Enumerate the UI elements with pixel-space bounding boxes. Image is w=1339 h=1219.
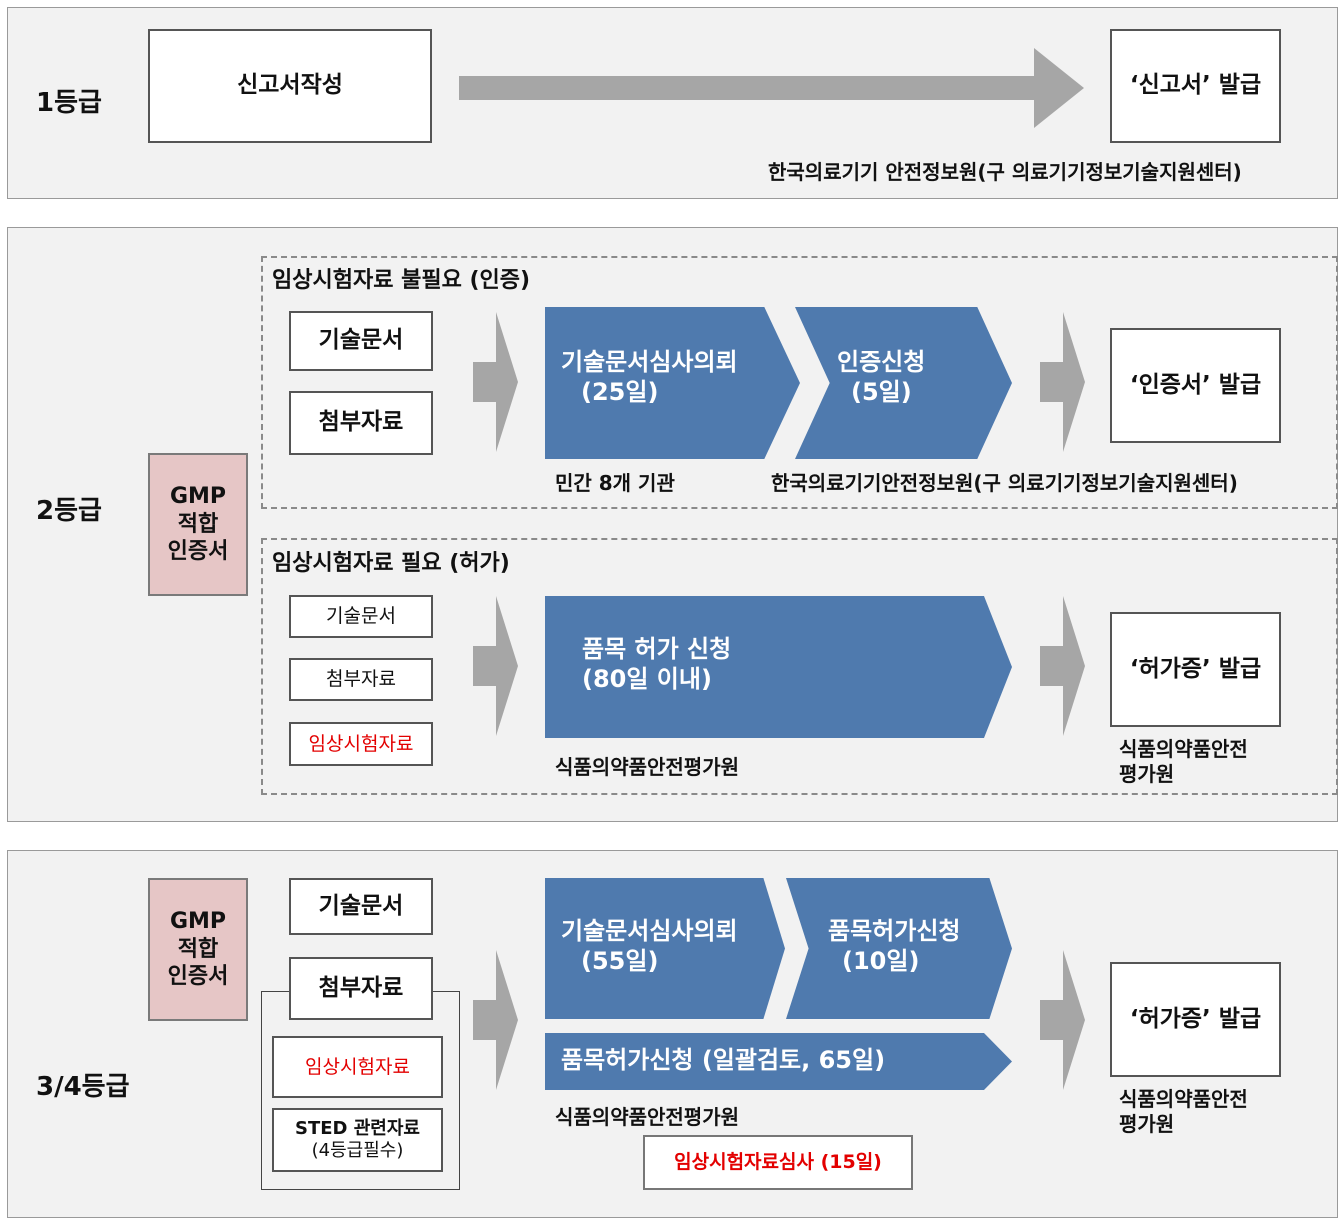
permit-result-agency-line1: 식품의약품안전 [1119, 737, 1248, 761]
step-line: 기술문서심사의뢰 [561, 917, 738, 945]
grade34-clinical-review: 임상시험자료심사 (15일) [643, 1135, 913, 1190]
step-line: (10일) [842, 947, 920, 975]
gmp-line: 인증서 [167, 964, 229, 990]
grade34-label: 3/4등급 [36, 1072, 130, 1102]
step-line: (55일) [581, 947, 659, 975]
cert-step-apply: 인증신청 (5일) [795, 307, 1012, 459]
permit-result-agency-line2: 평가원 [1119, 762, 1175, 786]
step-line: (5일) [851, 378, 912, 406]
permit-doc-attachment: 첨부자료 [289, 658, 433, 701]
certification-title: 임상시험자료 불필요 (인증) [272, 268, 531, 293]
cert-input-arrow [473, 312, 518, 452]
cert-agency-left: 민간 8개 기관 [555, 471, 675, 495]
cert-result-box: ‘인증서’ 발급 [1110, 328, 1281, 443]
grade34-input-arrow [473, 950, 518, 1090]
permit-result-box: ‘허가증’ 발급 [1110, 612, 1281, 727]
grade34-step-tech-review: 기술문서심사의뢰 (55일) [545, 878, 785, 1019]
grade2-label: 2등급 [36, 496, 102, 526]
permit-doc-clinical: 임상시험자료 [289, 722, 433, 766]
gmp-line: 적합 [177, 511, 219, 537]
certification-group [261, 256, 1338, 509]
grade1-long-arrow [459, 48, 1084, 128]
grade34-step-combined: 품목허가신청 (일괄검토, 65일) [545, 1033, 1012, 1090]
gmp-line: GMP [169, 909, 227, 935]
grade34-result-agency-line1: 식품의약품안전 [1119, 1087, 1248, 1111]
cert-step-tech-review: 기술문서심사의뢰 (25일) [545, 307, 800, 459]
permit-title: 임상시험자료 필요 (허가) [272, 551, 510, 576]
gmp-line: 적합 [177, 936, 219, 962]
grade34-doc-sted: STED 관련자료 (4등급필수) [272, 1108, 443, 1172]
step-line: 기술문서심사의뢰 [561, 348, 738, 376]
grade1-step-box: 신고서작성 [148, 29, 432, 143]
grade34-step-apply: 품목허가신청 (10일) [786, 878, 1012, 1019]
grade1-agency: 한국의료기기 안전정보원(구 의료기기정보기술지원센터) [768, 160, 1242, 184]
step-line: (80일 이내) [582, 665, 712, 693]
permit-input-arrow [473, 596, 518, 736]
cert-doc-attachment: 첨부자료 [289, 391, 433, 455]
cert-doc-technical: 기술문서 [289, 311, 433, 371]
permit-output-arrow [1040, 596, 1085, 736]
grade1-result-box: ‘신고서’ 발급 [1110, 29, 1281, 143]
grade34-agency: 식품의약품안전평가원 [555, 1105, 739, 1129]
grade34-output-arrow [1040, 950, 1085, 1090]
grade34-doc-technical: 기술문서 [289, 878, 433, 935]
permit-doc-technical: 기술문서 [289, 595, 433, 638]
grade2-gmp-box: GMP 적합 인증서 [148, 453, 248, 596]
step-line: 품목 허가 신청 [582, 635, 732, 663]
grade1-label: 1등급 [36, 88, 102, 118]
cert-output-arrow [1040, 312, 1085, 452]
permit-agency: 식품의약품안전평가원 [555, 755, 739, 779]
gmp-line: 인증서 [167, 539, 229, 565]
grade34-gmp-box: GMP 적합 인증서 [148, 878, 248, 1021]
permit-group [261, 538, 1338, 795]
gmp-line: GMP [169, 484, 227, 510]
grade34-result-agency-line2: 평가원 [1119, 1112, 1175, 1136]
step-line: 품목허가신청 (일괄검토, 65일) [561, 1046, 886, 1074]
grade34-doc-attachment: 첨부자료 [289, 957, 433, 1020]
grade34-doc-clinical: 임상시험자료 [272, 1036, 443, 1098]
step-line: 인증신청 [837, 348, 926, 376]
cert-agency-right: 한국의료기기안전정보원(구 의료기기정보기술지원센터) [771, 471, 1238, 495]
step-line: 품목허가신청 [828, 917, 961, 945]
grade34-result-box: ‘허가증’ 발급 [1110, 962, 1281, 1077]
permit-step-apply: 품목 허가 신청 (80일 이내) [545, 596, 1012, 738]
sted-line: (4등급필수) [311, 1140, 404, 1161]
step-line: (25일) [581, 378, 659, 406]
sted-line: STED 관련자료 [295, 1118, 420, 1140]
